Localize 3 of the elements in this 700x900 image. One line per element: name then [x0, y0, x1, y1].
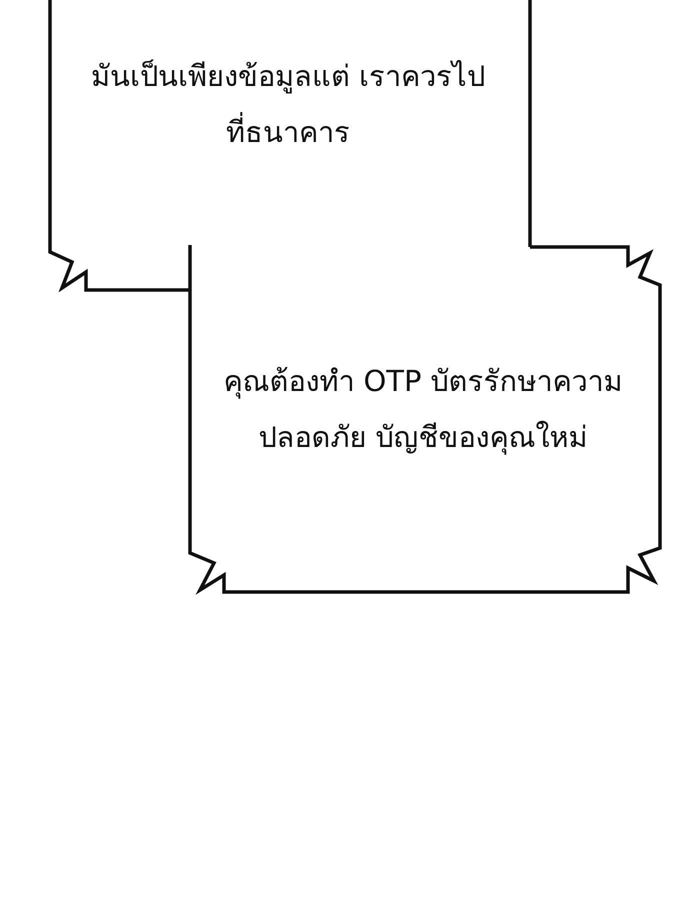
speech-box	[188, 245, 662, 595]
dialogue-text: คุณต้องทำ OTP บัตรรักษาความปลอดภัย บัญชีของคุณใหม่	[222, 363, 624, 457]
dialogue-text: มันเป็นเพียงข้อมูลแต่ เราควรไปที่ธนาคาร	[90, 58, 486, 151]
